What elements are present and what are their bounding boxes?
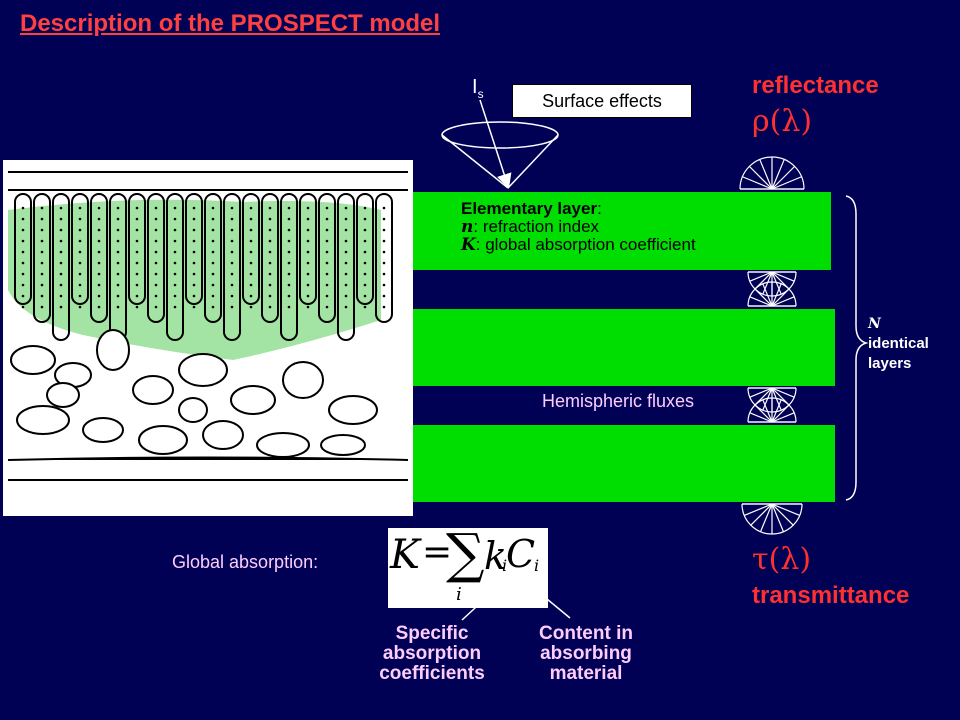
layers-brace [845,195,869,501]
specific-line-1: Specific [395,623,469,644]
incident-subscript: s [477,87,484,101]
formula-lhs: K [390,532,420,578]
specific-line-3: coefficients [379,663,485,684]
n-identical-layers-note: N identical layers [868,314,929,374]
specific-absorption-annotation: Specific absorption coefficients [362,624,502,684]
transmittance-symbol: τ(λ) [752,542,812,577]
reflectance-label: reflectance [752,72,879,99]
n-layers-symbol: N [868,316,881,332]
formula-equals: = [422,532,453,573]
content-line-2: absorbing [540,643,632,664]
hemispheric-flux-icon [747,397,797,423]
reflectance-symbol: ρ(λ) [752,104,813,139]
formula-index: i [456,584,462,605]
formula-k: k [484,534,508,578]
formula-c-subscript: i [534,556,540,575]
content-line-1: Content in [539,623,633,644]
formula-c: C [506,532,536,576]
hemispheric-flux-icon [741,503,803,535]
elementary-layer-3 [413,425,835,502]
hemispheric-flux-icon [747,281,797,307]
leaf-cross-section-image [3,160,413,516]
elementary-layer-title: Elementary layer [461,199,598,218]
n-layers-line2: layers [868,355,912,372]
formula-sigma-icon: ∑ [446,522,485,585]
hemispheric-flux-icon [747,271,797,297]
n-symbol: n [461,217,474,237]
content-annotation: Content in absorbing material [516,624,656,684]
specific-line-2: absorption [382,643,482,664]
transmittance-label: transmittance [752,582,910,609]
n-layers-line1: identical [868,335,929,352]
page-title: Description of the PROSPECT model [20,10,441,37]
formula-k-subscript: i [502,556,508,575]
elementary-layer-1: Elementary layer: n: refraction index K:… [413,192,831,270]
global-absorption-formula: K = ∑ i k i C i [388,522,548,608]
k-description: : global absorption coefficient [475,235,696,254]
n-description: : refraction index [473,217,600,236]
hemispheric-fluxes-label: Hemispheric fluxes [542,391,695,411]
k-symbol: K [461,235,476,255]
elementary-layer-2 [413,309,835,386]
content-line-3: material [549,663,623,684]
hemispheric-flux-icon [747,387,797,413]
incident-radiation-label: Is [472,76,484,101]
elementary-layer-colon: : [597,199,602,218]
global-absorption-label: Global absorption: [172,552,319,572]
hemispheric-flux-icon [739,156,805,190]
surface-effects-box: Surface effects [512,84,692,118]
